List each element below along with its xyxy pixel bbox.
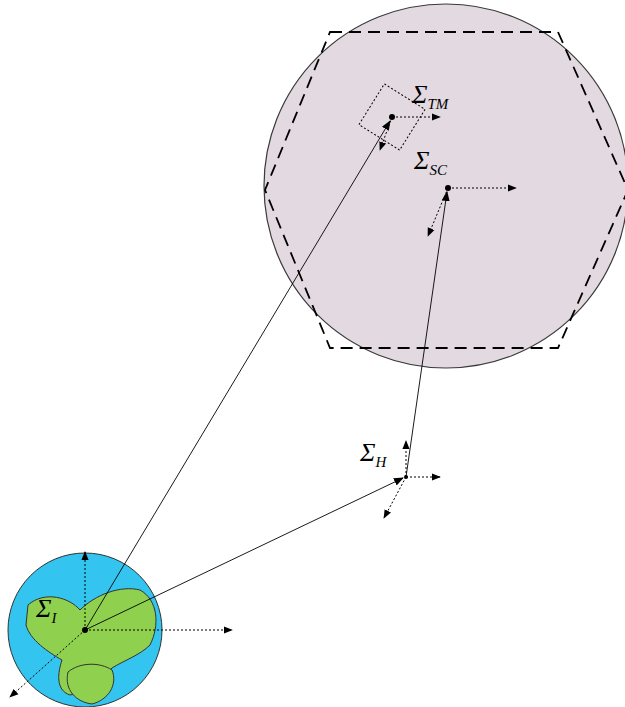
frame-axes <box>10 117 516 697</box>
subscript: I <box>51 610 56 626</box>
symbol: Σ <box>412 80 427 109</box>
spacecraft-hexagon <box>265 32 625 348</box>
symbol: Σ <box>36 594 51 623</box>
subscript: TM <box>427 96 448 112</box>
frame-label: ΣH <box>360 440 386 470</box>
subscript: H <box>375 454 386 470</box>
frame-label: ΣI <box>36 596 56 626</box>
frame-label: ΣTM <box>412 82 448 112</box>
frame-label: ΣSC <box>414 148 447 178</box>
position-vectors <box>85 121 447 630</box>
subscript: SC <box>429 162 447 178</box>
origin-dots <box>82 114 451 633</box>
symbol: Σ <box>360 438 375 467</box>
symbol: Σ <box>414 146 429 175</box>
spacecraft-circle <box>264 4 625 368</box>
